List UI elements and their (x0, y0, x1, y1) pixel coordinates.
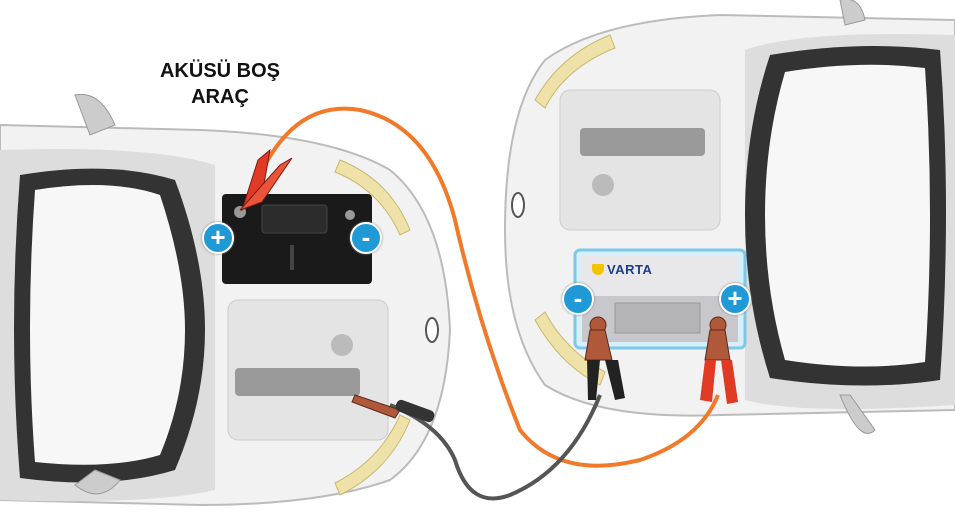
battery-brand-text: VARTA (607, 262, 653, 277)
positive-terminal-badge-donor: + (719, 283, 751, 315)
black-clamp-donor (584, 316, 625, 400)
negative-terminal-badge-donor: - (562, 283, 594, 315)
dead-battery (222, 194, 372, 284)
donor-car (503, 0, 955, 434)
label-line-1: AKÜSÜ BOŞ (159, 60, 280, 82)
varta-logo-icon (592, 264, 604, 275)
headlight (534, 34, 616, 109)
dead-car-label: AKÜSÜ BOŞ ARAÇ (140, 58, 300, 110)
red-clamp-donor (700, 316, 738, 404)
negative-cable (389, 394, 602, 501)
positive-terminal-badge-dead: + (202, 222, 234, 254)
positive-cable (263, 106, 720, 468)
battery-brand: VARTA (592, 262, 652, 277)
dead-car (0, 93, 452, 507)
black-clamp-dead (351, 394, 435, 423)
headlight (334, 414, 411, 496)
headlight (334, 159, 411, 236)
red-clamp-dead (239, 148, 293, 212)
negative-terminal-badge-dead: - (350, 222, 382, 254)
label-line-2: ARAÇ (191, 86, 249, 108)
